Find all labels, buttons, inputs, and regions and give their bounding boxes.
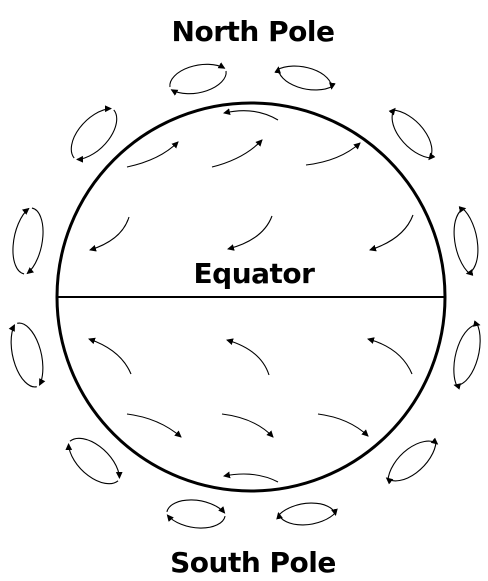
wind-arrow bbox=[223, 471, 279, 483]
wind-arrow bbox=[369, 214, 414, 252]
north-pole-label: North Pole bbox=[172, 15, 335, 48]
circulation-cell bbox=[453, 206, 479, 276]
circulation-cell bbox=[166, 499, 226, 529]
south-pole-label: South Pole bbox=[170, 546, 336, 579]
wind-arrow bbox=[126, 413, 182, 438]
wind-arrow bbox=[88, 337, 132, 375]
wind-arrow bbox=[89, 216, 130, 252]
circulation-cell bbox=[12, 207, 44, 275]
wind-arrow bbox=[226, 338, 270, 376]
wind-arrow bbox=[317, 413, 369, 437]
circulation-cell bbox=[453, 320, 481, 390]
circulation-cell bbox=[169, 62, 227, 96]
wind-arrow bbox=[221, 413, 274, 438]
wind-arrow bbox=[305, 142, 361, 166]
wind-arrow bbox=[211, 139, 263, 168]
northern-hemisphere-winds bbox=[89, 108, 414, 252]
circulation-cell bbox=[274, 65, 336, 91]
circulation-cell bbox=[8, 322, 46, 388]
circulation-cell bbox=[276, 502, 338, 526]
wind-arrow bbox=[126, 141, 179, 168]
circulation-cell bbox=[70, 105, 118, 163]
wind-arrow bbox=[223, 108, 279, 121]
circulation-cells bbox=[8, 62, 481, 529]
equator-label: Equator bbox=[194, 257, 316, 290]
southern-hemisphere-winds bbox=[88, 337, 413, 483]
circulation-cell bbox=[385, 437, 439, 485]
circulation-cell bbox=[65, 437, 123, 485]
wind-arrow bbox=[227, 215, 273, 251]
wind-arrow bbox=[367, 337, 413, 375]
circulation-cell bbox=[388, 107, 436, 161]
